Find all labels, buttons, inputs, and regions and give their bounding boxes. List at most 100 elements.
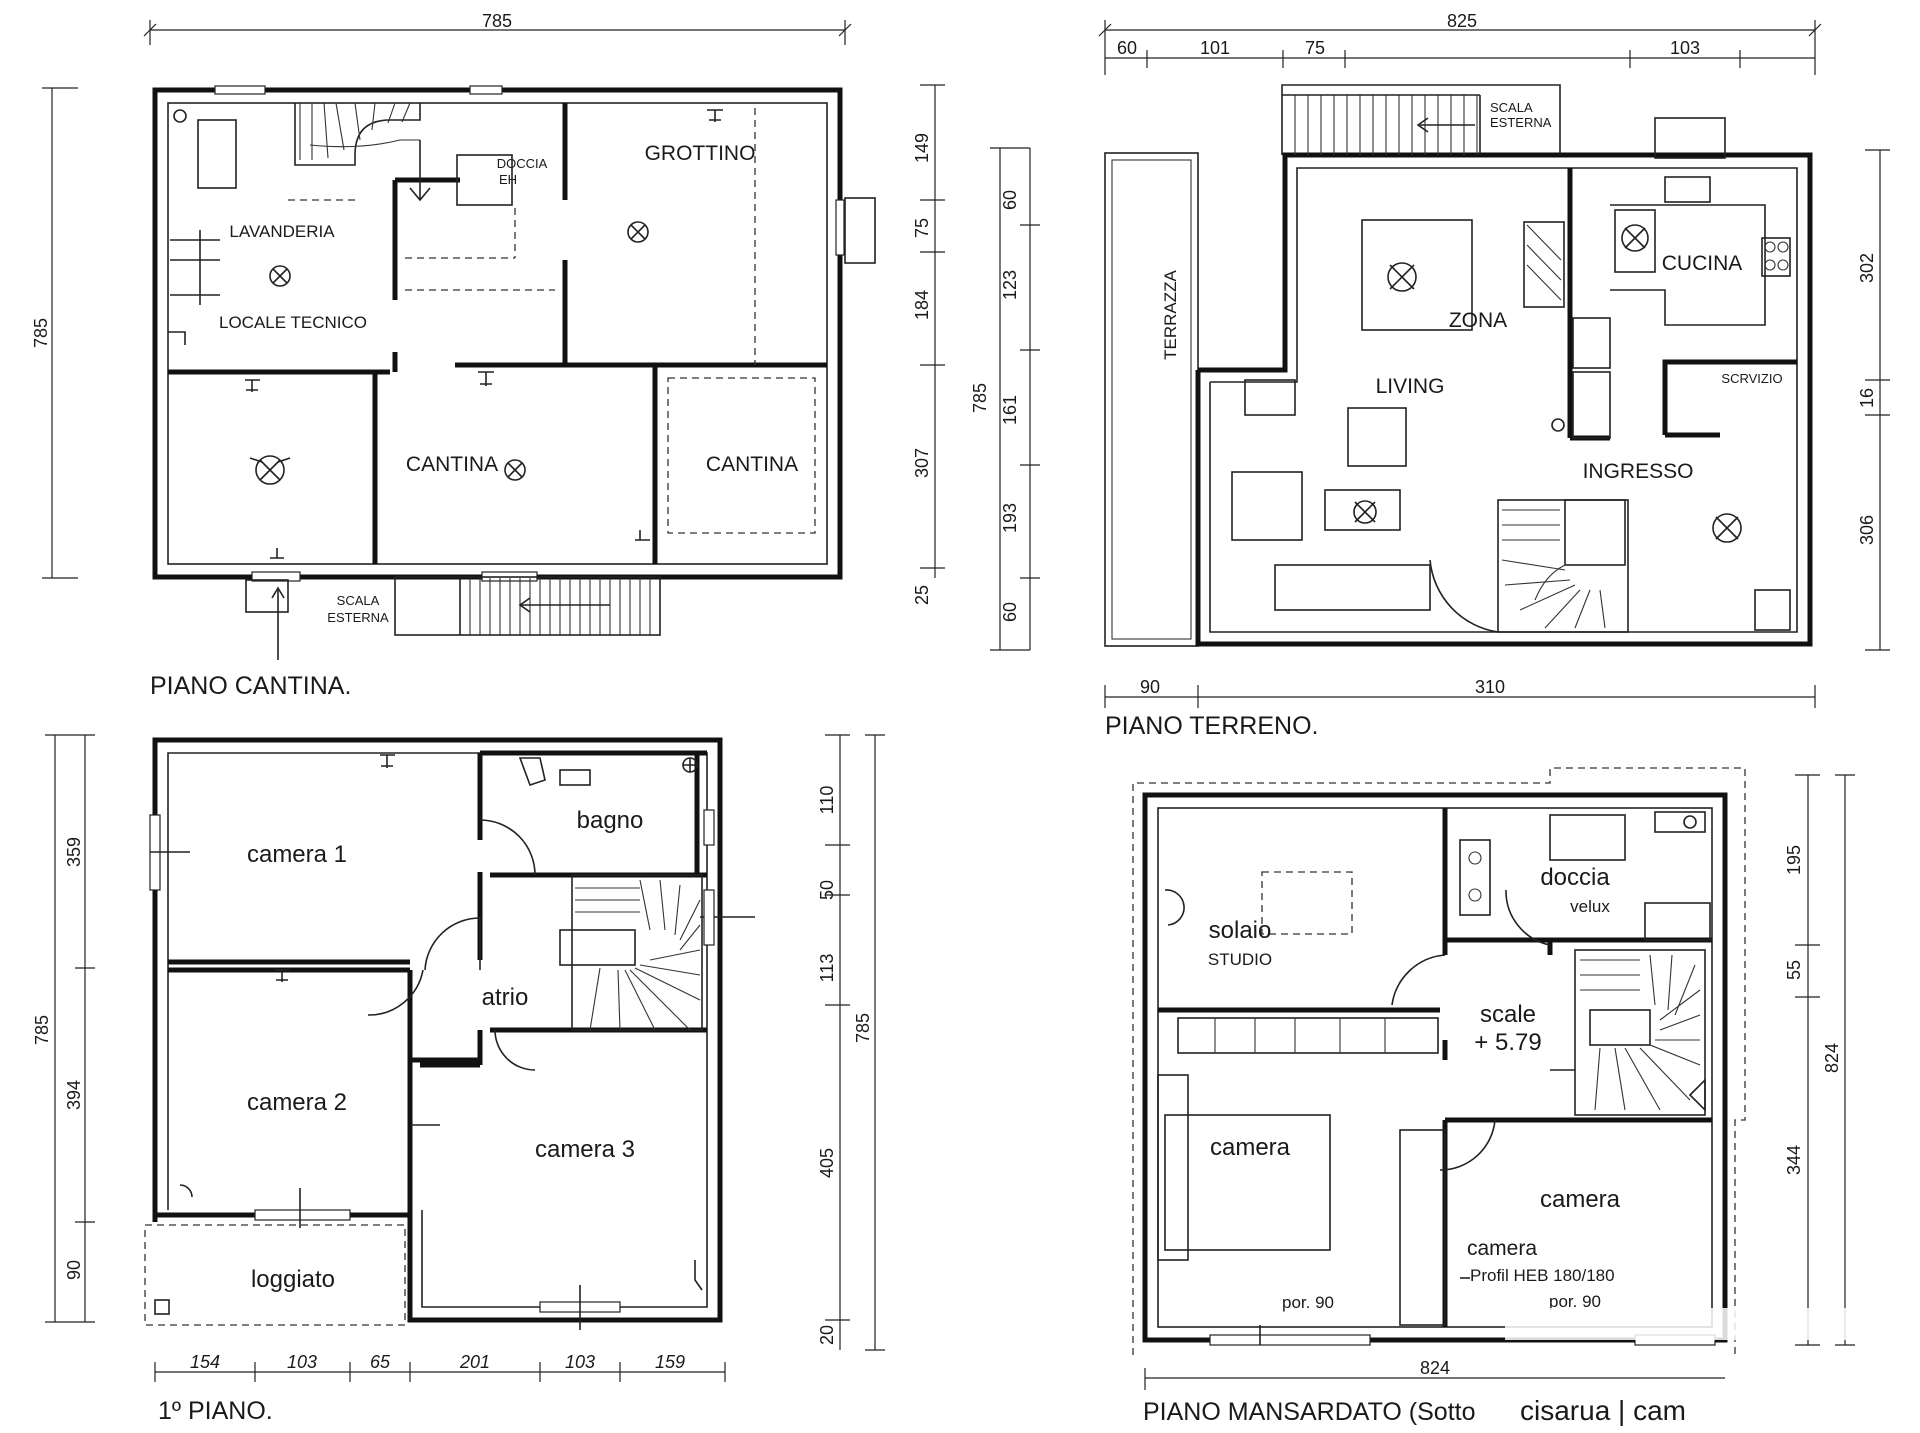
dim-label: 60 [1117,38,1137,58]
dim-label: 785 [482,11,512,31]
dim-label: 60 [1000,602,1020,622]
room-label-locale-tecnico: LOCALE TECNICO [219,313,367,332]
dim-right-mansardato: 195 55 344 824 [1784,774,1855,1346]
dim-top-terreno: 825 60 101 75 103 [1098,11,1822,75]
external-stairs-terreno [1281,84,1726,159]
bathroom-fixtures-primo [518,757,698,787]
dim-left-primo: 785 359 394 90 [32,734,95,1323]
dim-label: 201 [459,1352,490,1372]
room-label-ingresso: INGRESSO [1583,460,1694,483]
room-label-doccia: DOCCIA [497,156,548,171]
plan-primo: 785 359 394 90 110 50 113 405 20 785 [32,734,885,1425]
room-label-lavanderia: LAVANDERIA [229,222,335,241]
room-label-camera-3: camera 3 [535,1136,635,1163]
label-esterna: ESTERNA [327,610,389,625]
wall-light-icon [380,754,395,768]
walls-terreno [1195,152,1813,647]
dim-label: 65 [370,1352,391,1372]
dim-label: 123 [1000,270,1020,300]
dim-label: 785 [970,383,990,413]
plan-title-primo: 1º PIANO. [158,1397,273,1425]
room-label-solaio: solaio [1209,917,1272,944]
label-esterna: ESTERNA [1490,115,1552,130]
dim-label: 90 [1140,677,1160,697]
dim-label: 307 [912,448,932,478]
column-marker [154,1299,170,1315]
dim-label: 159 [655,1352,685,1372]
dim-left-cantina: 785 [31,87,78,579]
dim-label: 344 [1784,1145,1804,1175]
room-label-scale: scale [1480,1001,1536,1028]
room-label-cantina: CANTINA [406,453,498,476]
ceiling-light-icon [627,221,649,243]
ceiling-light-icon [1353,500,1377,524]
dim-label: 103 [287,1352,317,1372]
dim-label: 75 [912,218,932,238]
dim-right-primo: 110 50 113 405 20 785 [817,734,885,1351]
dim-label: 154 [190,1352,220,1372]
light-fixtures-terreno [1353,224,1742,543]
room-label-atrio: atrio [482,984,529,1011]
room-label-living: LIVING [1376,375,1445,398]
external-stairs-cantina [394,576,661,636]
wall-light-icon [275,969,290,982]
terrace [1104,152,1199,647]
watermark-text: cisarua | cam [1520,1395,1686,1426]
label-level: + 5.79 [1474,1029,1541,1056]
kitchen-counters [1523,176,1791,326]
laundry-equipment [168,119,237,345]
wall-light-icon [707,109,723,122]
room-label-studio: STUDIO [1208,950,1272,969]
ceiling-light-icon [1712,513,1742,543]
watermark: cisarua | cam [1505,1308,1920,1433]
dashed-enclosure [667,377,816,534]
ceiling-light-icon [1621,224,1649,252]
ceiling-light-icon [269,265,291,287]
room-label-terrazza: TERRAZZA [1161,269,1180,359]
dim-label: 405 [817,1148,837,1178]
dim-label: 785 [31,318,51,348]
dim-label: 113 [817,954,837,983]
room-label-zona: ZONA [1449,309,1507,332]
dim-label: 90 [64,1260,84,1280]
dim-label: 184 [912,290,932,320]
ceiling-light-icon [249,455,291,485]
light-fixtures-cantina [173,109,723,559]
dim-label: 161 [1000,395,1020,425]
light-fixtures-primo [275,754,703,1291]
room-label-loggiato: loggiato [251,1266,335,1293]
room-label-camera-2: camera 2 [247,1089,347,1116]
dim-label: 60 [1000,190,1020,210]
walls-mansardato [1142,792,1728,1343]
dim-label: 310 [1475,677,1505,697]
label-scala: SCALA [1490,100,1533,115]
wall-light-icon [173,109,187,123]
roof-outline [1132,767,1746,1355]
dim-label: 110 [817,786,837,815]
dim-label: 306 [1857,515,1877,545]
dim-label: 825 [1447,11,1477,31]
dim-label: 193 [1000,503,1020,533]
plan-terreno: 825 60 101 75 103 785 60 123 161 193 [970,11,1890,740]
dim-left-terreno: 785 60 123 161 193 60 [970,147,1040,651]
staircase-primo [559,874,703,1031]
doors-primo [179,819,536,1198]
room-label-camera: camera [1210,1134,1291,1161]
plan-title-terreno: PIANO TERRENO. [1105,712,1318,740]
label-velux: velux [1570,897,1610,916]
dim-label: 359 [64,837,84,867]
room-label-servizio: SCRVIZIO [1721,371,1782,386]
dim-label: 103 [1670,38,1700,58]
room-label-cucina: CUCINA [1662,252,1743,275]
stairs-cantina [288,102,555,291]
dim-label: 20 [817,1325,837,1345]
label-door-width-2: por. 90 [1549,1292,1601,1311]
dim-top-cantina: 785 [143,11,852,45]
dim-label: 195 [1784,845,1804,875]
label-door-width: por. 90 [1282,1293,1334,1312]
dim-bottom-mansardato: 824 [1144,1358,1725,1390]
dim-label: 785 [32,1015,52,1045]
dim-right-terreno: 302 16 306 [1857,149,1890,651]
plan-mansardato: 195 55 344 824 824 [1132,767,1920,1433]
dim-right-cantina: 149 75 184 307 25 [912,84,945,605]
